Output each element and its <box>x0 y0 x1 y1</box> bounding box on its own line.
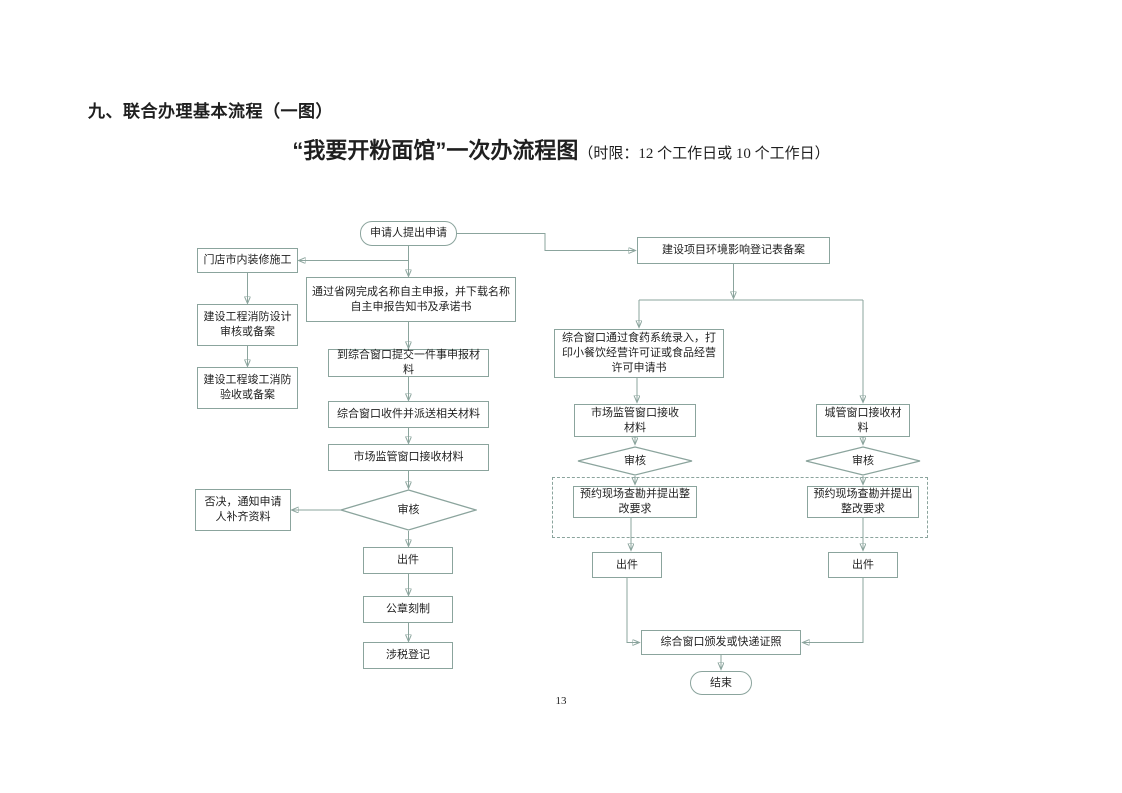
flow-node-start: 申请人提出申请 <box>360 221 457 246</box>
flow-node-food-system-entry: 综合窗口通过食药系统录入，打印小餐饮经营许可证或食品经营许可申请书 <box>554 329 724 378</box>
flowchart-title-row: “我要开粉面馆”一次办流程图（时限：12 个工作日或 10 个工作日） <box>0 133 1122 165</box>
flow-node-market-window-receive: 市场监管窗口接收材料 <box>328 444 489 471</box>
node-label: 否决，通知申请人补齐资料 <box>204 496 282 523</box>
doc-heading: 九、联合办理基本流程（一图） <box>88 102 333 121</box>
node-label: 门店市内装修施工 <box>203 254 292 267</box>
flow-node-site-survey-2: 预约现场查勘并提出整改要求 <box>807 486 919 518</box>
page-number: 13 <box>555 695 567 707</box>
flow-node-market-window-receive-2: 市场监管窗口接收材料 <box>574 404 696 437</box>
node-label: 出件 <box>852 558 874 571</box>
node-label: 建设工程消防设计审核或备案 <box>203 311 292 338</box>
node-label: 出件 <box>397 554 419 567</box>
edge <box>803 578 864 643</box>
node-label: 综合窗口颁发或快递证照 <box>660 636 782 649</box>
node-label: 通过省网完成名称自主申报，并下载名称自主申报告知书及承诺书 <box>312 285 510 313</box>
flow-node-urban-window-receive: 城管窗口接收材料 <box>816 404 910 437</box>
flow-node-review-3: 审核 <box>805 446 921 476</box>
diamond-shape <box>805 446 921 476</box>
flow-node-fire-completion-acceptance: 建设工程竣工消防验收或备案 <box>197 367 298 409</box>
node-label: 预约现场查勘并提出整改要求 <box>580 488 690 515</box>
node-label: 建设项目环境影响登记表备案 <box>662 244 805 257</box>
node-label: 公章刻制 <box>386 603 430 616</box>
node-label: 到综合窗口提交一件事申报材料 <box>337 349 480 376</box>
node-label: 结束 <box>710 676 732 689</box>
flow-node-issue-3: 出件 <box>828 552 898 578</box>
flow-node-shop-decoration: 门店市内装修施工 <box>197 248 298 273</box>
edge <box>626 578 639 643</box>
node-label: 市场监管窗口接收材料 <box>353 451 464 464</box>
flow-node-issue-1: 出件 <box>363 547 453 574</box>
node-label: 申请人提出申请 <box>370 227 447 240</box>
flow-node-reject-notice: 否决，通知申请人补齐资料 <box>195 489 291 531</box>
node-label: 城管窗口接收材料 <box>824 406 902 434</box>
node-label: 涉税登记 <box>386 649 430 662</box>
node-label: 审核 <box>624 454 646 467</box>
node-label: 市场监管窗口接收材料 <box>591 406 679 434</box>
flow-node-env-registration: 建设项目环境影响登记表备案 <box>637 237 830 264</box>
node-label: 综合窗口收件并派送相关材料 <box>337 408 480 421</box>
flow-node-site-survey-1: 预约现场查勘并提出整改要求 <box>573 486 697 518</box>
node-label: 预约现场查勘并提出整改要求 <box>813 488 913 515</box>
flowchart-title: “我要开粉面馆”一次办流程图 <box>292 138 579 163</box>
flow-node-fire-design-review: 建设工程消防设计审核或备案 <box>197 304 298 346</box>
flow-node-submit-materials: 到综合窗口提交一件事申报材料 <box>328 349 489 377</box>
node-label: 审核 <box>397 503 420 516</box>
flow-node-tax-registration: 涉税登记 <box>363 642 453 669</box>
diamond-shape <box>577 446 693 476</box>
flow-node-receive-dispatch: 综合窗口收件并派送相关材料 <box>328 401 489 428</box>
flow-node-issue-2: 出件 <box>592 552 662 578</box>
flow-node-issue-license: 综合窗口颁发或快递证照 <box>641 630 801 655</box>
flowchart-title-note: （时限：12 个工作日或 10 个工作日） <box>578 146 830 162</box>
flow-node-review-1: 审核 <box>340 489 477 531</box>
node-label: 审核 <box>852 454 874 467</box>
node-label: 建设工程竣工消防验收或备案 <box>203 374 292 401</box>
survey-dashed-region <box>552 477 928 538</box>
node-label: 综合窗口通过食药系统录入，打印小餐饮经营许可证或食品经营许可申请书 <box>562 332 716 374</box>
edge <box>457 233 635 251</box>
flow-node-end: 结束 <box>690 671 752 695</box>
flow-node-name-self-declare: 通过省网完成名称自主申报，并下载名称自主申报告知书及承诺书 <box>306 277 516 322</box>
flow-node-review-2: 审核 <box>577 446 693 476</box>
diamond-shape <box>340 489 477 531</box>
node-label: 出件 <box>616 558 638 571</box>
flow-node-seal-engraving: 公章刻制 <box>363 596 453 623</box>
